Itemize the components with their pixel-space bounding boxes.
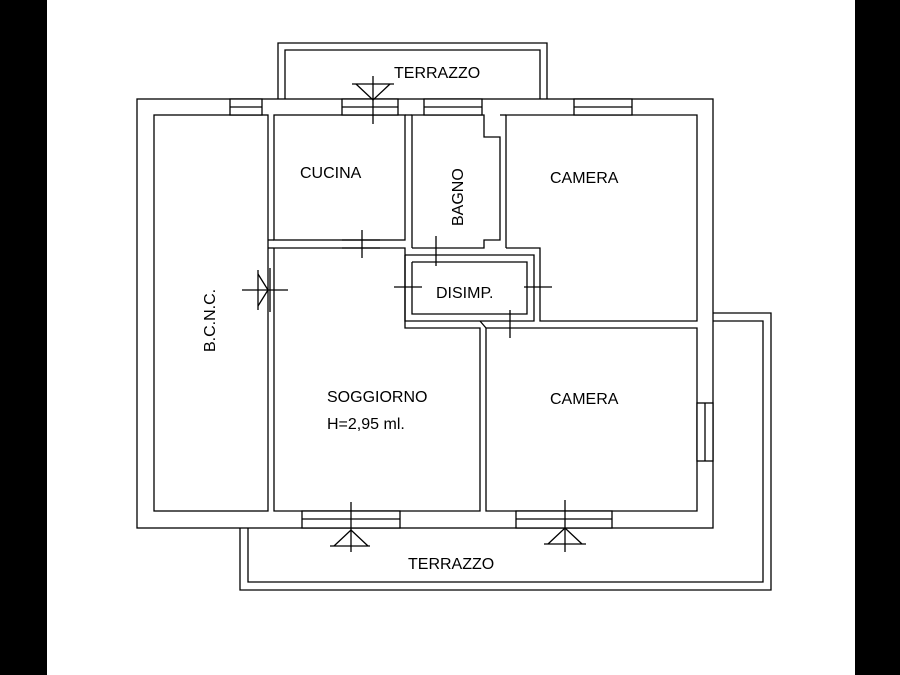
bedroom-bottom-room — [485, 327, 698, 512]
bedroom-bottom-label: CAMERA — [550, 391, 619, 408]
hall-label: DISIMP. — [436, 285, 494, 302]
bottom-terrace — [239, 312, 772, 591]
door-arrows — [257, 76, 586, 552]
living-label: SOGGIORNO — [327, 389, 427, 406]
top-terrace — [277, 42, 548, 99]
kitchen-room — [273, 114, 406, 241]
terrace-top-label: TERRAZZO — [394, 65, 480, 82]
bcnc-label: B.C.N.C. — [202, 289, 219, 352]
terrace-bottom-label: TERRAZZO — [408, 556, 494, 573]
living-room — [273, 247, 481, 512]
living-height-label: H=2,95 ml. — [327, 416, 405, 433]
door-marks — [242, 230, 552, 338]
bath-label: BAGNO — [450, 168, 467, 226]
bedroom-top-label: CAMERA — [550, 170, 619, 187]
kitchen-label: CUCINA — [300, 165, 362, 182]
